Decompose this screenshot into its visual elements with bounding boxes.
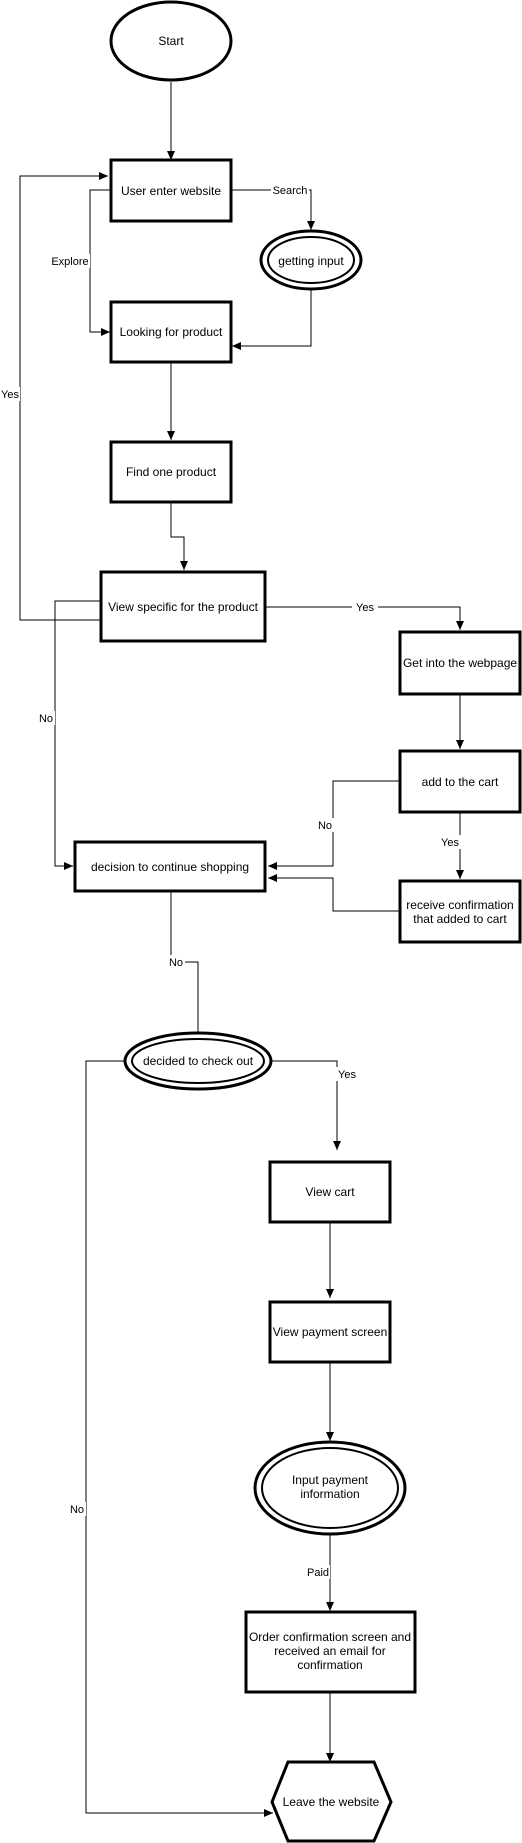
node-add-to-cart: add to the cart [398, 749, 522, 814]
edge-view-specific-to-webpage [265, 606, 464, 630]
edge-label-yes-webpage: Yes [356, 602, 374, 614]
node-view-cart-label: View cart [305, 1185, 355, 1199]
edge-label-no-continue: No [169, 957, 183, 969]
node-checkout-label: decided to check out [143, 1054, 254, 1068]
edge-confirmation-to-decision [268, 874, 400, 912]
node-order-label-1: Order confirmation screen and [249, 1630, 411, 1644]
edge-label-no-checkout: No [70, 1504, 84, 1516]
node-view-specific: View specific for the product [99, 570, 267, 643]
node-view-cart: View cart [268, 1160, 392, 1224]
nodes: Start User enter website getting input L… [73, 0, 522, 1843]
edge-label-paid: Paid [307, 1567, 329, 1579]
node-order-confirmation: Order confirmation screen and received a… [244, 1610, 417, 1694]
node-leave-label: Leave the website [283, 1795, 380, 1809]
node-looking-for-product: Looking for product [109, 300, 233, 364]
edge-getting-input-to-looking [232, 290, 312, 350]
node-find-one-product: Find one product [109, 440, 233, 504]
edge-user-enter-to-looking [89, 189, 111, 336]
edge-label-yes-checkout: Yes [338, 1069, 356, 1081]
node-find-label: Find one product [126, 465, 217, 479]
edge-labels: Search Explore Yes Yes No No Yes No Yes … [0, 183, 461, 1579]
edge-find-to-view-specific [170, 502, 188, 570]
node-getting-input: getting input [259, 229, 363, 291]
node-leave-website: Leave the website [270, 1760, 393, 1843]
node-get-into-webpage: Get into the webpage [398, 630, 522, 696]
node-confirmation-label-1: receive confirmation [406, 898, 513, 912]
node-start: Start [109, 0, 233, 82]
node-add-to-cart-label: add to the cart [422, 775, 499, 789]
edge-label-explore: Explore [51, 256, 88, 268]
node-getting-input-label: getting input [278, 254, 344, 268]
node-user-enter-label: User enter website [121, 184, 221, 198]
node-receive-confirmation: receive confirmation that added to cart [398, 879, 522, 944]
node-looking-label: Looking for product [120, 325, 223, 339]
node-view-payment: View payment screen [268, 1300, 392, 1364]
edge-checkout-to-leave [85, 1060, 273, 1817]
node-view-specific-label: View specific for the product [108, 600, 259, 614]
edge-view-specific-to-user-enter [19, 172, 108, 621]
edge-label-no-view: No [39, 713, 53, 725]
node-decision-continue: decision to continue shopping [73, 840, 267, 893]
node-input-payment-label-2: information [300, 1487, 359, 1501]
edge-checkout-to-view-cart [271, 1060, 341, 1150]
edge-label-search: Search [273, 185, 308, 197]
edge-label-yes-back: Yes [1, 389, 19, 401]
node-start-label: Start [158, 34, 184, 48]
node-input-payment-label-1: Input payment [292, 1473, 369, 1487]
node-order-label-3: confirmation [297, 1658, 362, 1672]
node-confirmation-label-2: that added to cart [413, 912, 507, 926]
edge-user-enter-to-getting-input [231, 189, 315, 230]
node-user-enter: User enter website [109, 158, 233, 223]
node-decision-label: decision to continue shopping [91, 860, 249, 874]
node-order-label-2: received an email for [274, 1644, 385, 1658]
node-decided-checkout: decided to check out [123, 1031, 273, 1091]
edge-label-no-cart: No [318, 820, 332, 832]
edge-label-yes-cart: Yes [441, 837, 459, 849]
node-view-payment-label: View payment screen [273, 1325, 388, 1339]
node-webpage-label: Get into the webpage [403, 656, 517, 670]
edge-view-specific-to-decision [54, 600, 101, 870]
node-input-payment: Input payment information [253, 1440, 407, 1536]
edges [19, 82, 464, 1817]
